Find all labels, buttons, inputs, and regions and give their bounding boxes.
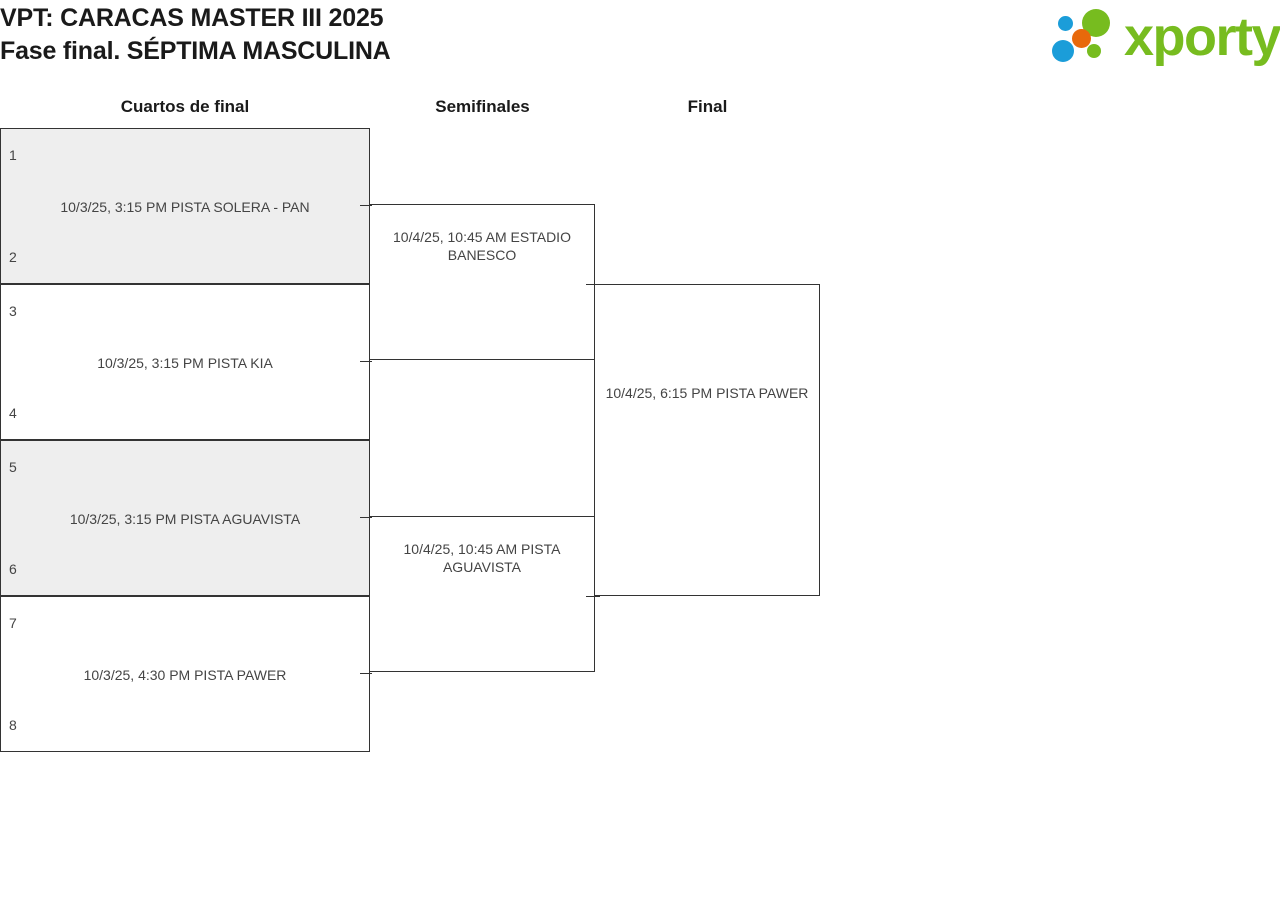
logo-wordmark: xporty <box>1124 7 1280 67</box>
match-quarterfinal-3[interactable]: 5 6 10/3/25, 3:15 PM PISTA AGUAVISTA <box>0 440 370 596</box>
logo-dot-orange <box>1072 29 1091 48</box>
logo-dot-blue-top <box>1058 16 1073 31</box>
seed-number-bottom: 2 <box>9 249 17 265</box>
match-info-label: 10/3/25, 3:15 PM PISTA SOLERA - PAN <box>60 199 310 215</box>
match-info-label: 10/3/25, 3:15 PM PISTA AGUAVISTA <box>69 511 301 527</box>
connector-quarterfinal-4-to-semifinal-2 <box>360 673 372 674</box>
round-header-semifinals: Semifinales <box>435 97 530 116</box>
logo-dots-icon <box>1050 8 1126 66</box>
tournament-name: VPT: CARACAS MASTER III 2025 <box>0 4 384 32</box>
match-quarterfinal-2[interactable]: 3 4 10/3/25, 3:15 PM PISTA KIA <box>0 284 370 440</box>
tournament-phase: Fase final. SÉPTIMA MASCULINA <box>0 37 391 65</box>
match-final[interactable]: 10/4/25, 6:15 PM PISTA PAWER <box>594 284 820 596</box>
match-info-label: 10/4/25, 10:45 AM PISTA AGUAVISTA <box>403 541 561 575</box>
connector-semifinal-1-to-final <box>586 284 600 285</box>
match-info-label: 10/4/25, 10:45 AM ESTADIO BANESCO <box>393 229 571 263</box>
seed-number-bottom: 6 <box>9 561 17 577</box>
round-header-final: Final <box>687 97 728 116</box>
match-quarterfinal-1[interactable]: 1 2 10/3/25, 3:15 PM PISTA SOLERA - PAN <box>0 128 370 284</box>
page-header: VPT: CARACAS MASTER III 2025 Fase final.… <box>0 0 1280 80</box>
round-header-quarterfinals: Cuartos de final <box>120 97 250 116</box>
match-semifinal-2[interactable]: 10/4/25, 10:45 AM PISTA AGUAVISTA <box>369 516 595 672</box>
xporty-logo[interactable]: xporty <box>1050 6 1280 68</box>
seed-number-top: 7 <box>9 615 17 631</box>
connector-quarterfinal-1-to-semifinal-1 <box>360 205 372 206</box>
seed-number-top: 3 <box>9 303 17 319</box>
connector-quarterfinal-3-to-semifinal-2 <box>360 517 372 518</box>
seed-number-bottom: 8 <box>9 717 17 733</box>
logo-dot-blue-bottom <box>1052 40 1074 62</box>
match-semifinal-1[interactable]: 10/4/25, 10:45 AM ESTADIO BANESCO <box>369 204 595 360</box>
seed-number-bottom: 4 <box>9 405 17 421</box>
match-quarterfinal-4[interactable]: 7 8 10/3/25, 4:30 PM PISTA PAWER <box>0 596 370 752</box>
connector-quarterfinal-2-to-semifinal-1 <box>360 361 372 362</box>
connector-semifinal-2-to-final <box>586 596 600 597</box>
logo-dot-green-small <box>1087 44 1101 58</box>
seed-number-top: 1 <box>9 147 17 163</box>
match-info-label: 10/3/25, 4:30 PM PISTA PAWER <box>83 667 287 683</box>
match-info-label: 10/4/25, 6:15 PM PISTA PAWER <box>605 385 809 401</box>
match-info-label: 10/3/25, 3:15 PM PISTA KIA <box>97 355 273 371</box>
page-title: VPT: CARACAS MASTER III 2025 Fase final.… <box>0 2 391 68</box>
seed-number-top: 5 <box>9 459 17 475</box>
